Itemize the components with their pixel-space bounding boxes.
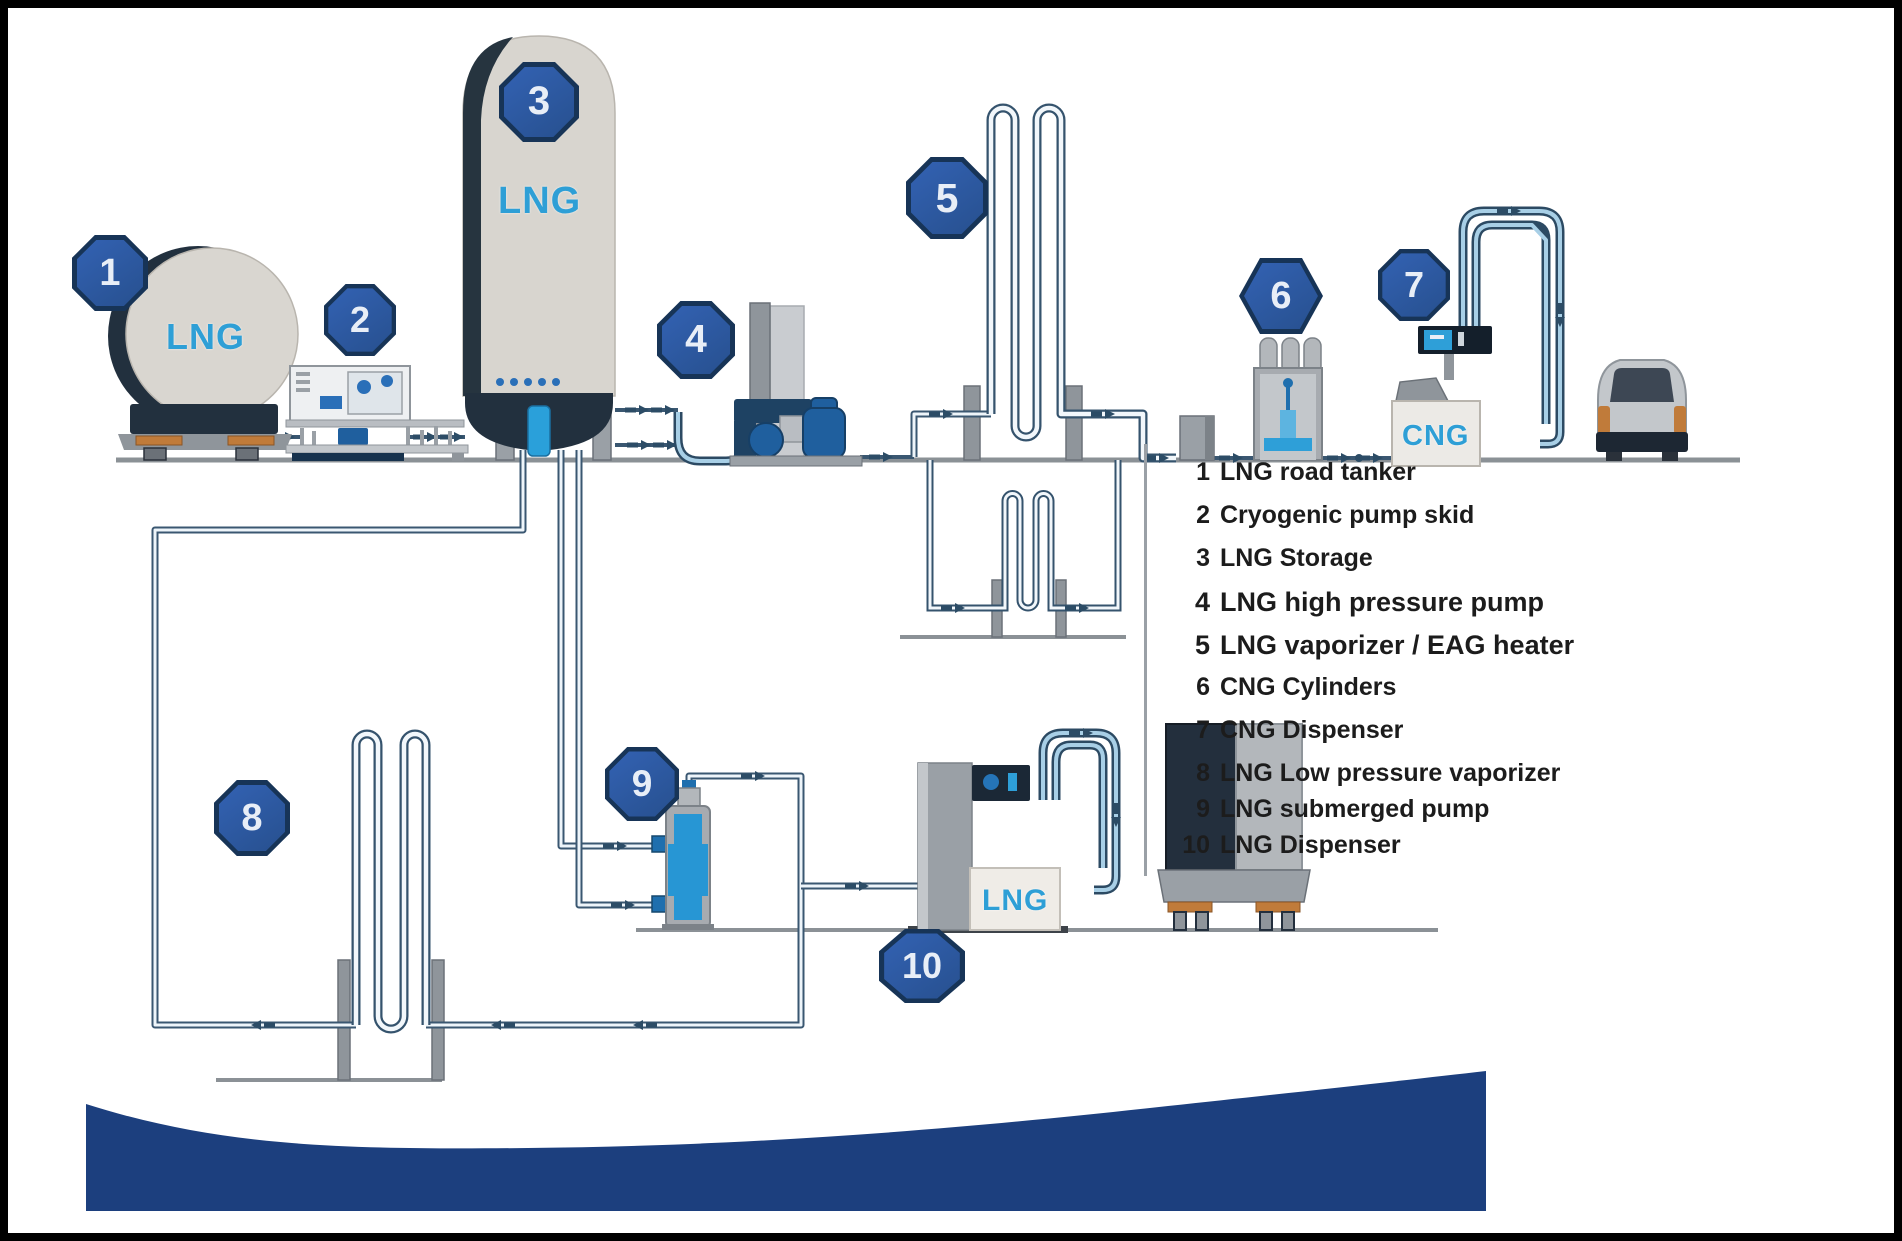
- legend-item: 6 CNG Cylinders: [1196, 673, 1397, 701]
- legend-item: 7 CNG Dispenser: [1196, 716, 1404, 744]
- legend-item: 1 LNG road tanker: [1196, 458, 1416, 486]
- tanker-lng-label: LNG: [166, 316, 245, 357]
- legend-item: 9 LNG submerged pump: [1196, 795, 1490, 823]
- lng-storage-tank: [462, 35, 616, 461]
- cng-dispenser-label: CNG: [1402, 420, 1470, 452]
- lng-dispenser: [908, 762, 1068, 933]
- lng-high-pressure-pump: [729, 302, 863, 467]
- flow-arrows: [251, 206, 1565, 1030]
- legend-item: 8 LNG Low pressure vaporizer: [1196, 759, 1561, 787]
- support-posts: [337, 385, 1083, 1081]
- badge-6: 6: [1239, 258, 1323, 334]
- badge-7: 7: [1378, 249, 1450, 321]
- badge-1: 1: [72, 235, 148, 311]
- legend-item: 10 LNG Dispenser: [1182, 831, 1401, 859]
- legend-item: 2 Cryogenic pump skid: [1196, 501, 1475, 529]
- cryogenic-pump-skid: [285, 365, 469, 461]
- cng-cylinders: [1253, 337, 1323, 461]
- lng-dispenser-label: LNG: [982, 884, 1049, 917]
- badge-4: 4: [657, 301, 735, 379]
- diagram-scene: [86, 35, 1740, 1211]
- car: [1596, 359, 1688, 461]
- legend: 1 LNG road tanker 2 Cryogenic pump skid …: [1158, 458, 1758, 867]
- badge-3: 3: [499, 62, 579, 142]
- truck: [1157, 723, 1311, 931]
- lng-submerged-pump: [651, 780, 714, 930]
- badge-10: 10: [879, 929, 965, 1003]
- badge-5: 5: [906, 157, 988, 239]
- badge-8: 8: [214, 780, 290, 856]
- badge-2: 2: [324, 284, 396, 356]
- legend-item: 3 LNG Storage: [1196, 544, 1373, 572]
- cng-buffer: [1179, 415, 1215, 461]
- legend-item: 5 LNG vaporizer / EAG heater: [1194, 630, 1575, 660]
- storage-lng-label: LNG: [498, 180, 582, 222]
- legend-item: 4 LNG high pressure pump: [1194, 587, 1545, 617]
- cng-dispenser: [1391, 326, 1492, 467]
- badge-9: 9: [605, 747, 679, 821]
- water-wave: [86, 1071, 1486, 1211]
- lng-road-tanker: [108, 246, 299, 461]
- legend-divider: [1144, 444, 1147, 876]
